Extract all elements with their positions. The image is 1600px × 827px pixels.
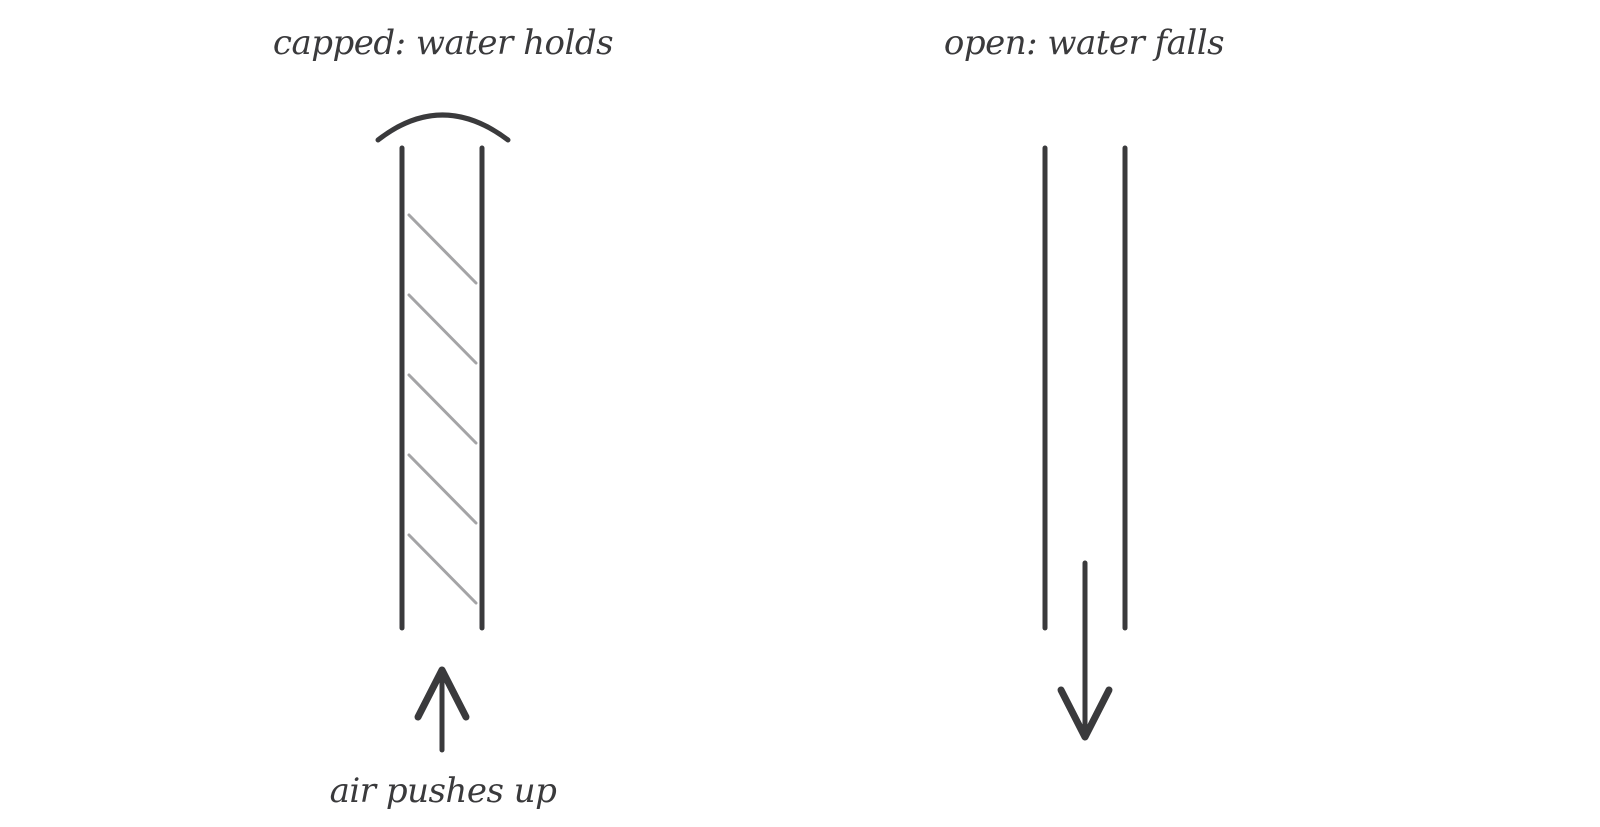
cap-arc [375, 112, 511, 143]
air-up-arrow [414, 666, 470, 753]
water-falling-arrow [1057, 560, 1113, 741]
open-tube-panel: open: water falls [944, 23, 1225, 741]
capped-tube-panel: capped: water holds air pushes up [273, 23, 614, 811]
open-label: open: water falls [944, 23, 1224, 63]
air-label: air pushes up [330, 771, 557, 811]
capped-label: capped: water holds [273, 23, 613, 63]
water-hatch-line [407, 293, 478, 365]
water-hatch-line [407, 453, 478, 525]
water-hatch-line [407, 213, 478, 285]
water-hatch-line [407, 533, 478, 605]
air-arrow-head [414, 666, 470, 721]
water-hatch-line [407, 373, 478, 445]
water-hatching [407, 213, 478, 605]
fall-arrow-head [1057, 686, 1113, 741]
